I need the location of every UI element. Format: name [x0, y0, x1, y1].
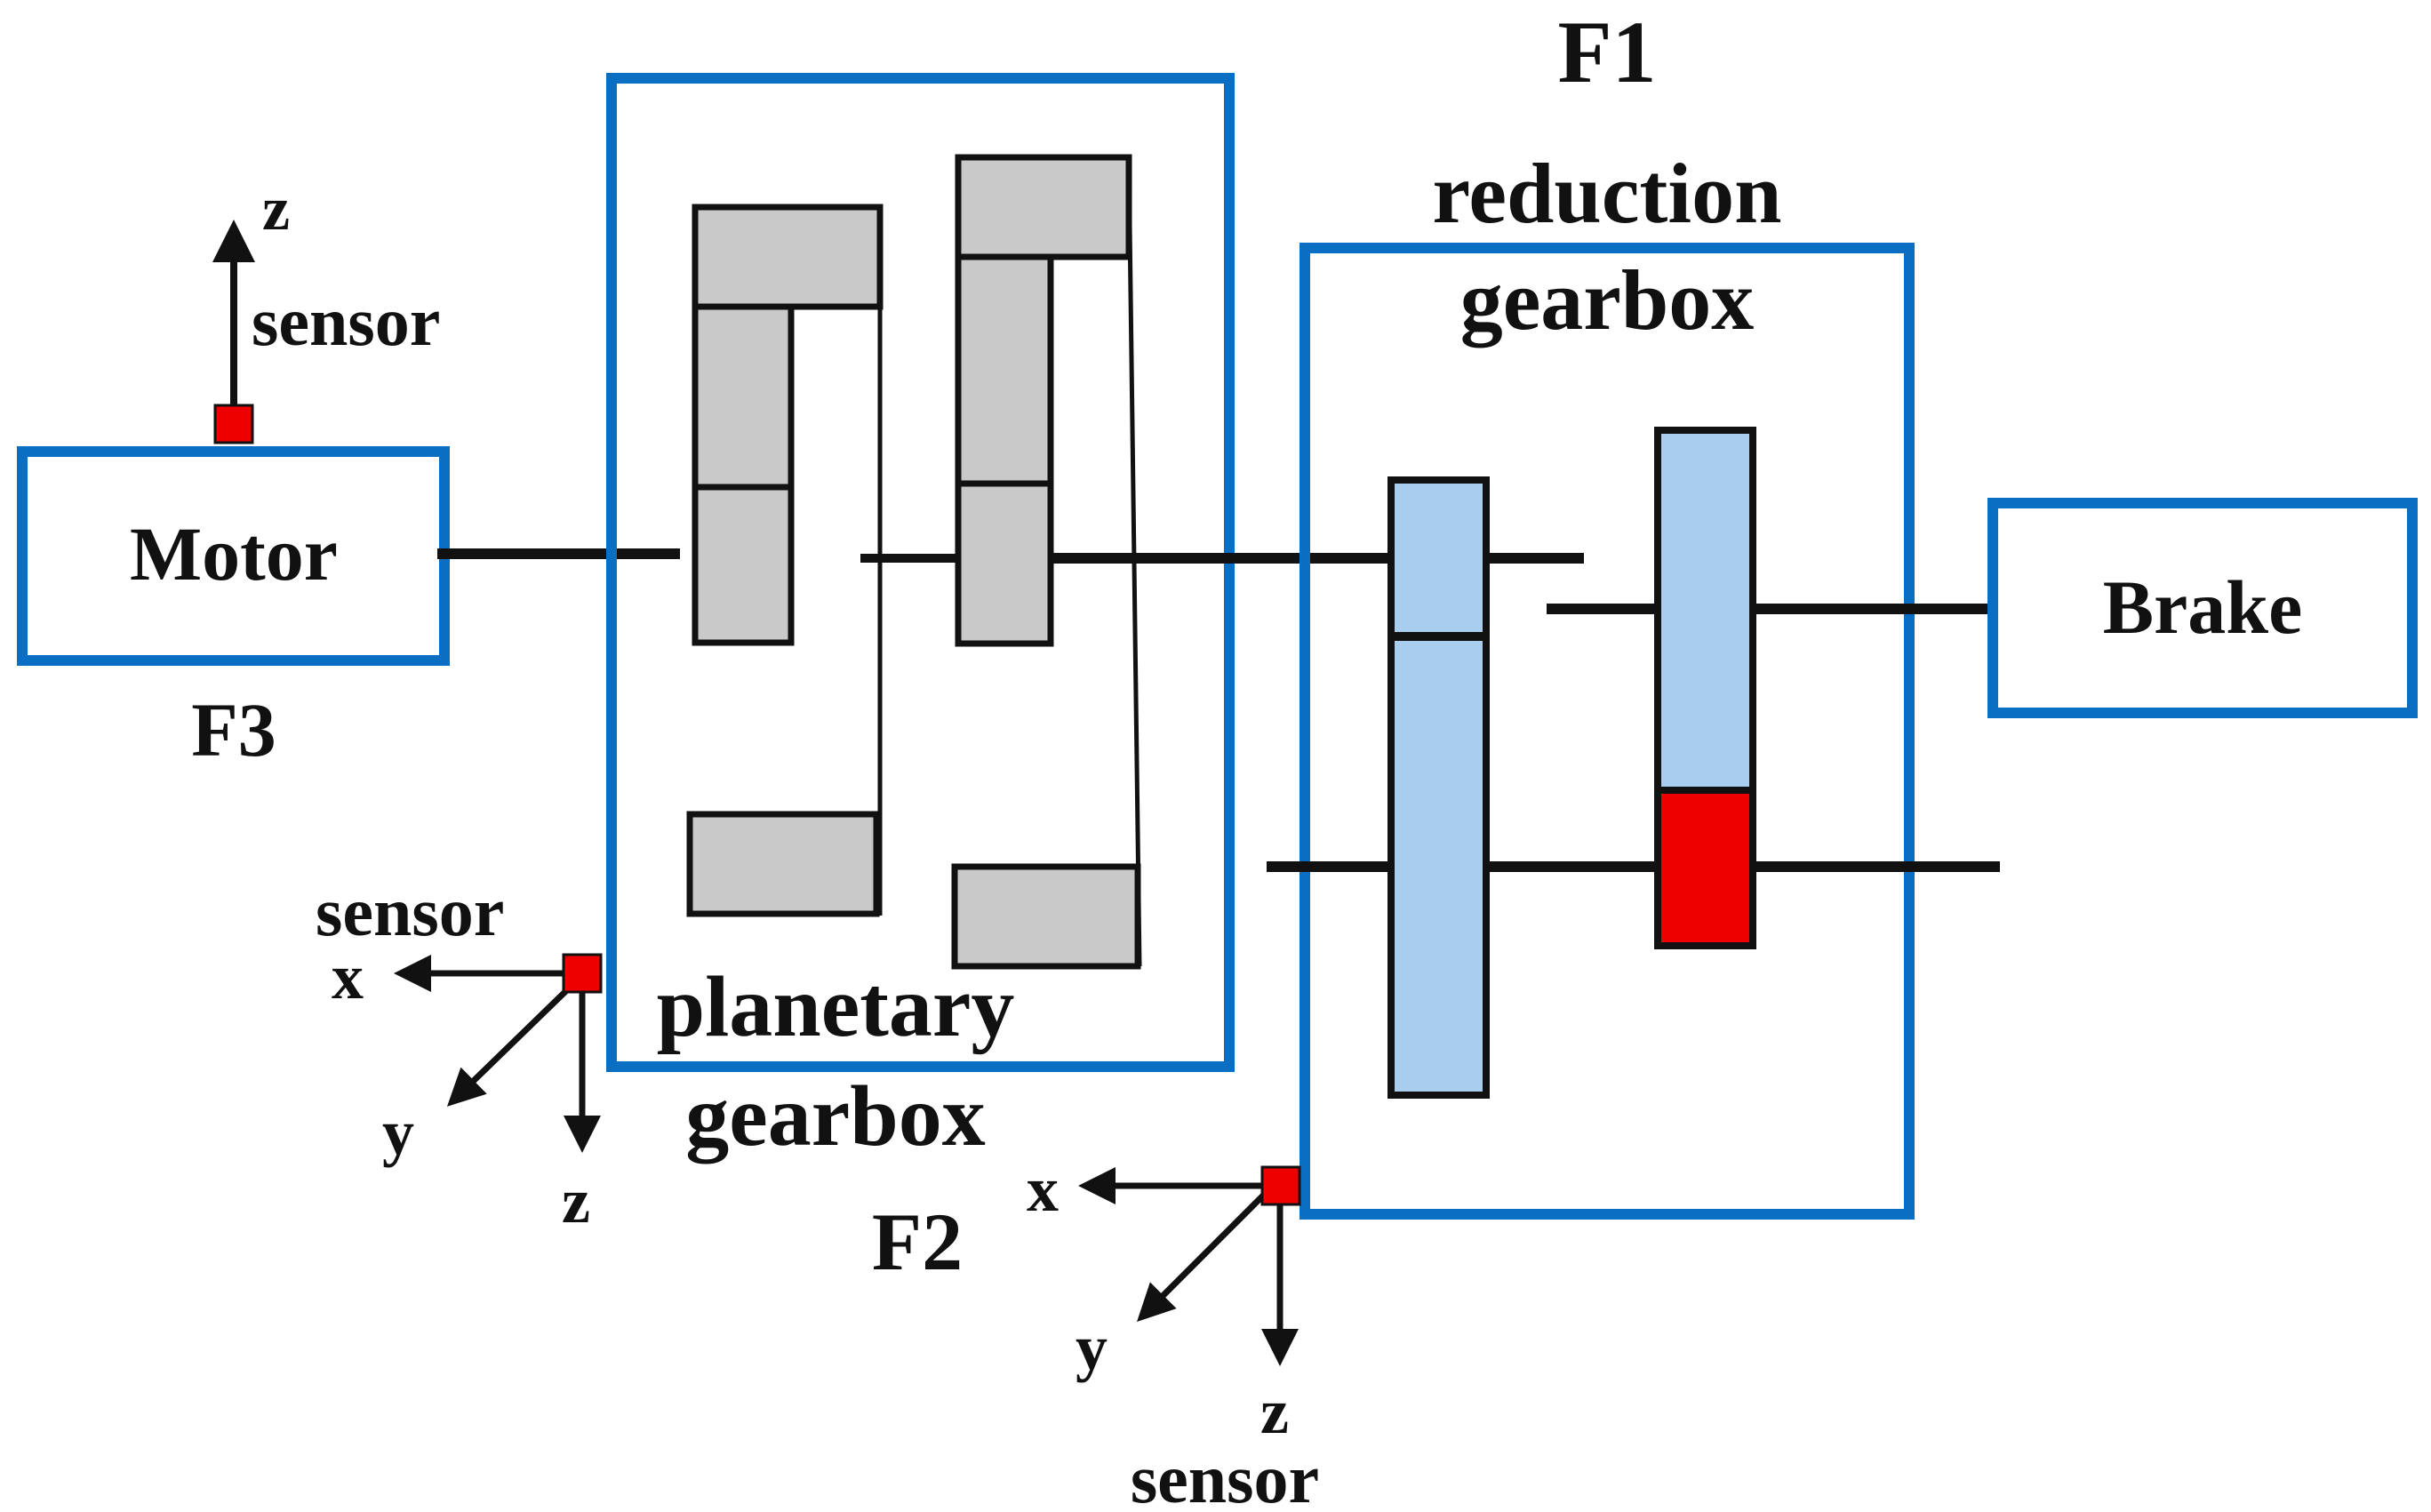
planetary-gearbox: planetary gearbox F2 [606, 73, 1235, 1287]
stage2-sun [955, 480, 1054, 647]
output-gear [1654, 427, 1756, 794]
planetary-sensor-x-label: x [332, 941, 364, 1012]
reduction-frame [1299, 243, 1915, 1220]
reduction-sensor-y-axis [1137, 1190, 1268, 1322]
brake-label: Brake [2103, 564, 2303, 650]
motor-sensor: z sensor [212, 175, 440, 444]
stage1-planet [692, 303, 795, 491]
reduction-fault-tag: F1 [1557, 3, 1656, 101]
planetary-sensor-z-label: z [562, 1165, 590, 1236]
planetary-frame [606, 73, 1235, 1072]
brake-block: Brake [1987, 498, 2418, 718]
reduction-sensor: x y z sensor [1027, 1154, 1319, 1512]
reduction-label-line1: reduction [1433, 146, 1782, 241]
planetary-fault-tag: F2 [872, 1196, 963, 1287]
planetary-sensor: sensor x y z [316, 873, 603, 1236]
stage2-ring-bottom [951, 863, 1141, 970]
planetary-sensor-y-label: y [382, 1097, 414, 1168]
motor-block: Motor F3 [17, 446, 450, 772]
reduction-sensor-y-label: y [1076, 1312, 1108, 1383]
stage1-ring-top [692, 204, 884, 310]
motor-frame [17, 446, 450, 666]
stage1-ring-bottom [686, 811, 880, 917]
motor-sensor-z-label: z [262, 175, 290, 244]
reduction-sensor-label: sensor [1131, 1440, 1319, 1512]
motor-sensor-label: sensor [252, 283, 440, 360]
motor-fault-tag: F3 [191, 687, 276, 772]
planetary-label-line2: gearbox [685, 1068, 986, 1164]
stage2-planet [955, 253, 1054, 487]
reduction-sensor-marker [1260, 1165, 1301, 1206]
planetary-sensor-marker [562, 953, 603, 994]
planetary-sensor-y-axis [446, 977, 580, 1107]
reduction-sensor-x-label: x [1027, 1154, 1059, 1225]
reduction-gearbox: F1 reduction gearbox [1267, 3, 2004, 1220]
planetary-sensor-label: sensor [316, 873, 504, 950]
motor-label: Motor [130, 511, 338, 596]
brake-frame [1987, 498, 2418, 718]
reduction-label-line2: gearbox [1460, 252, 1755, 348]
input-pinion [1387, 476, 1490, 639]
stage2-ring-top [955, 154, 1132, 260]
reduction-sensor-z-label: z [1260, 1376, 1289, 1447]
planetary-label-line1: planetary [657, 959, 1015, 1055]
large-gear [1387, 634, 1490, 1099]
faulty-gear [1654, 787, 1756, 949]
motor-sensor-marker [213, 404, 254, 444]
stage1-sun [692, 484, 795, 646]
